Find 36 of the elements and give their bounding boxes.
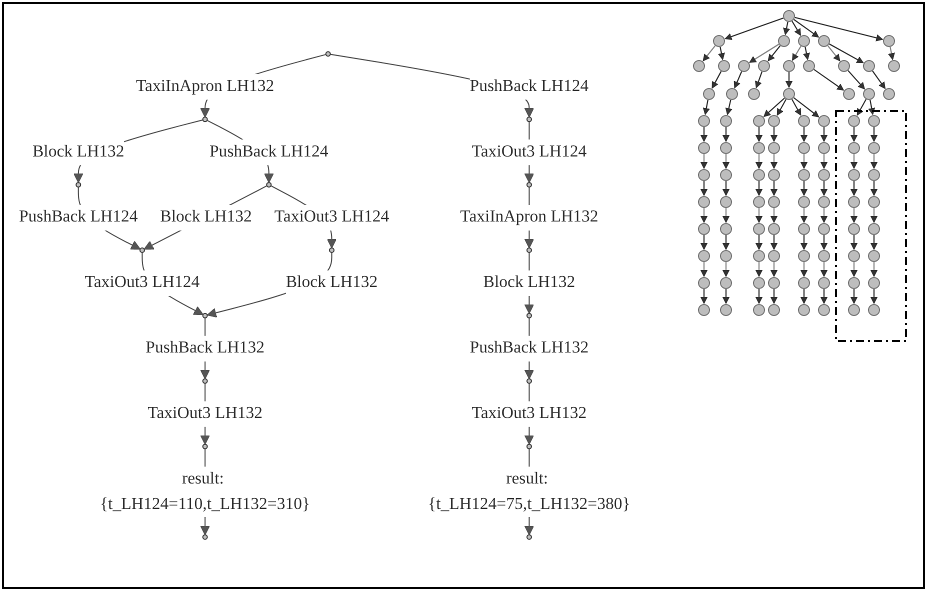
edge-label: TaxiOut3 LH132 [148,404,262,422]
edge-label: TaxiOut3 LH124 [274,208,390,226]
node-circle [328,247,335,253]
node-circle [202,116,208,122]
node-circle [266,182,272,188]
edge-label: PushBack LH124 [470,77,589,96]
edge-label: TaxiInApron LH132 [136,77,274,96]
node-circle [139,247,145,253]
node-circle [202,444,208,450]
edge-label: PushBack LH124 [18,208,138,226]
edge-label: PushBack LH132 [146,339,264,358]
node-circle [202,312,208,318]
edge-label: PushBack LH132 [470,339,589,358]
node-circle [526,444,532,450]
node-circle [526,116,532,122]
node-circle [76,182,82,188]
edge-label: Block LH132 [32,142,124,161]
node-circle [526,534,532,540]
node-circle [202,534,208,540]
edge-label: result: {t_LH124=110,t_LH132=310} [100,470,310,514]
node-circle [526,247,532,253]
node-circle [526,312,532,318]
edge-label: TaxiInApron LH132 [460,208,598,226]
edge-label: result: {t_LH124=75,t_LH132=380} [428,470,630,514]
edge-label: Block LH132 [286,274,378,292]
edge-label: Block LH132 [483,274,576,292]
node-circle [526,378,532,384]
edge-label: TaxiOut3 LH124 [84,274,200,292]
edge-label: TaxiOut3 LH132 [472,404,587,422]
node-circle [325,51,331,57]
node-circle [526,182,532,188]
arrow [144,185,268,250]
edge-label: TaxiOut3 LH124 [472,142,587,161]
edge-label: Block LH132 [160,208,252,226]
edge-label: PushBack LH124 [209,142,328,161]
node-circle [202,378,208,384]
